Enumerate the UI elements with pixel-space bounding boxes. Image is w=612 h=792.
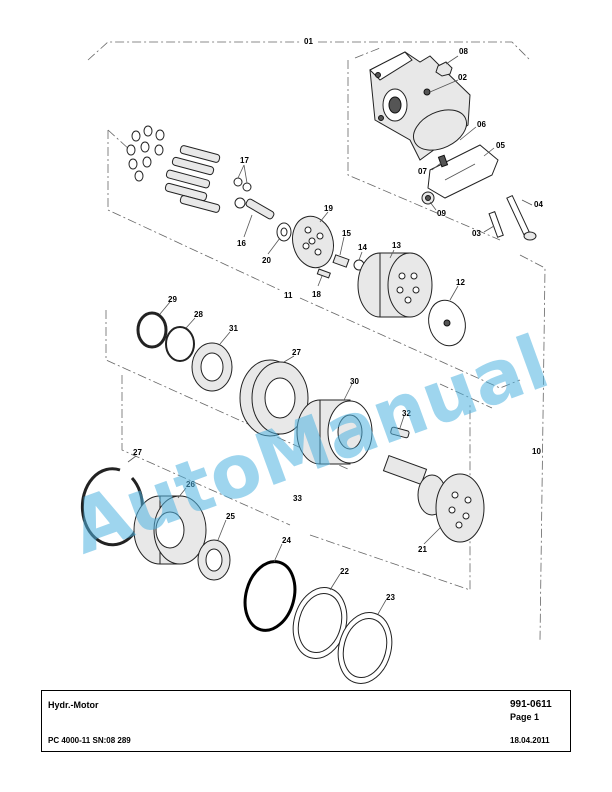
machine-serial: PC 4000-11 SN:08 289	[48, 736, 131, 745]
callout-25: 25	[226, 512, 235, 521]
callout-32: 32	[402, 409, 411, 418]
callout-10: 10	[532, 447, 541, 456]
screw-18	[316, 268, 331, 279]
drawing-title: Hydr.-Motor	[48, 700, 99, 710]
callout-28: 28	[194, 310, 203, 319]
motor-housing	[369, 51, 471, 161]
drive-shaft-21	[382, 455, 485, 543]
seal-28	[165, 326, 195, 362]
watermark-text: AutoManual	[60, 319, 560, 571]
group-bracket-01	[87, 41, 531, 61]
callout-29: 29	[168, 295, 177, 304]
callout-02: 02	[458, 73, 467, 82]
bearing-cover-26	[133, 495, 207, 565]
callout-27-lower: 27	[133, 448, 142, 457]
callout-19: 19	[324, 204, 333, 213]
group-bracket-housing	[347, 47, 501, 241]
document-date: 18.04.2011	[510, 736, 550, 745]
group-bracket-11	[107, 129, 546, 641]
bolt-03	[488, 211, 504, 238]
plug-08	[435, 61, 453, 77]
pistons-16	[164, 145, 275, 220]
callout-30: 30	[350, 377, 359, 386]
callout-33: 33	[293, 494, 302, 503]
leader-lines	[127, 55, 533, 615]
plug-09	[421, 191, 435, 205]
callout-21: 21	[418, 545, 427, 554]
callout-22: 22	[340, 567, 349, 576]
callout-23: 23	[386, 593, 395, 602]
valve-plate-19	[292, 215, 334, 269]
document-number: 991-0611	[510, 699, 552, 710]
cylinder-block-13	[357, 252, 433, 318]
pin-06-07	[437, 154, 449, 168]
control-plate-05	[427, 144, 499, 199]
circlip-29	[136, 311, 168, 349]
ring-23	[337, 612, 393, 684]
ring-22	[292, 587, 348, 659]
callout-01: 01	[304, 37, 313, 46]
bearing-31	[191, 342, 233, 392]
port-plate-12	[428, 299, 466, 347]
callout-18: 18	[312, 290, 321, 299]
callout-14: 14	[358, 243, 367, 252]
callout-13: 13	[392, 241, 401, 250]
bearing-27	[239, 359, 309, 437]
callout-17: 17	[240, 156, 249, 165]
o-ring-24	[243, 560, 297, 632]
callout-04: 04	[534, 200, 543, 209]
title-block: Hydr.-Motor 991-0611 Page 1 PC 4000-11 S…	[41, 690, 571, 752]
callout-24: 24	[282, 536, 291, 545]
bolt-04	[506, 194, 537, 241]
callout-11: 11	[284, 291, 293, 300]
seal-25	[197, 539, 231, 581]
callout-09: 09	[437, 209, 446, 218]
callout-03: 03	[472, 229, 481, 238]
callout-05: 05	[496, 141, 505, 150]
ring-20	[276, 222, 292, 242]
callout-27-upper: 27	[292, 348, 301, 357]
callout-15: 15	[342, 229, 351, 238]
callout-20: 20	[262, 256, 271, 265]
retaining-rings-group	[126, 125, 165, 182]
callout-16: 16	[237, 239, 246, 248]
callout-06: 06	[477, 120, 486, 129]
page-number: Page 1	[510, 712, 540, 722]
key-32	[390, 426, 410, 439]
washers-17	[233, 177, 252, 192]
callout-labels: 01 02 03 04 05 06 07 08 09 10 11 12 13 1…	[133, 37, 543, 602]
callout-26: 26	[186, 480, 195, 489]
callout-12: 12	[456, 278, 465, 287]
spring-15	[332, 254, 350, 268]
callout-07: 07	[418, 167, 427, 176]
bearing-30	[296, 399, 373, 465]
callout-08: 08	[459, 47, 468, 56]
exploded-parts-diagram: 01 02 03 04 05 06 07 08 09 10 11 12 13 1…	[60, 37, 560, 684]
callout-31: 31	[229, 324, 238, 333]
